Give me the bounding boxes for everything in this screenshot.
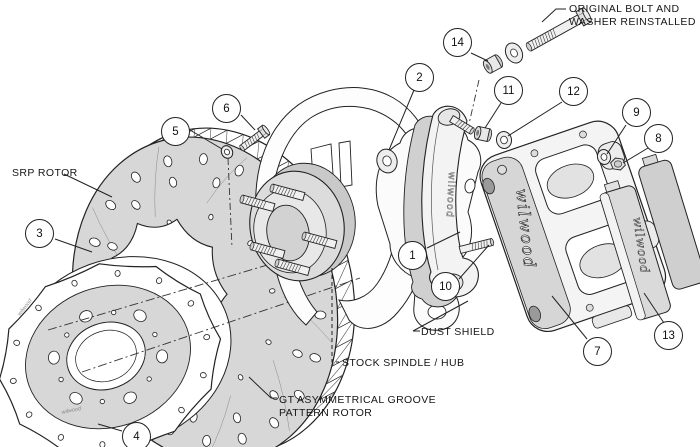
callout-9: 9 bbox=[622, 98, 651, 127]
caliper-mount-hole-bottom bbox=[528, 305, 541, 323]
brake-pads: wilwood bbox=[599, 153, 700, 321]
caliper-mount-hole-top bbox=[482, 177, 495, 195]
wilwood-logo-bracket: wilwood bbox=[444, 171, 457, 219]
label-dust-shield: DUST SHIELD bbox=[421, 326, 495, 338]
bolt-axis-line bbox=[468, 79, 480, 125]
washer-item2 bbox=[376, 148, 398, 174]
wilwood-logo-hat-bottom: wilwood bbox=[61, 406, 82, 416]
callout-6: 6 bbox=[212, 94, 241, 123]
bracket-studs bbox=[449, 115, 495, 254]
callout-12: 12 bbox=[559, 77, 588, 106]
label-gt-rotor-line2: PATTERN ROTOR bbox=[279, 406, 373, 419]
label-gt-rotor: GT ASYMMETRICAL GROOVE PATTERN ROTOR bbox=[279, 394, 436, 419]
label-original-bolt-line1: ORIGINAL BOLT AND bbox=[569, 3, 680, 15]
bolt6-axis-line bbox=[227, 157, 233, 249]
callout-4: 4 bbox=[122, 422, 151, 447]
callout-1: 1 bbox=[398, 241, 427, 270]
callout-5: 5 bbox=[161, 117, 190, 146]
label-gt-rotor-line1: GT ASYMMETRICAL GROOVE bbox=[279, 394, 436, 406]
bracket-bolt-assembly bbox=[220, 124, 271, 159]
callout-14: 14 bbox=[443, 28, 472, 57]
label-original-bolt: ORIGINAL BOLT AND WASHER REINSTALLED bbox=[569, 3, 696, 28]
leader-lines bbox=[54, 8, 665, 432]
label-srp-rotor: SRP ROTOR bbox=[12, 167, 78, 179]
washer-item12 bbox=[495, 131, 513, 149]
callout-2: 2 bbox=[405, 63, 434, 92]
callout-10: 10 bbox=[431, 272, 460, 301]
original-bolt-assembly bbox=[482, 7, 592, 74]
wheel-studs bbox=[239, 183, 338, 276]
spacer-item11 bbox=[473, 125, 493, 143]
label-original-bolt-line2: WASHER REINSTALLED bbox=[569, 15, 696, 28]
label-stock-spindle-hub: STOCK SPINDLE / HUB bbox=[342, 357, 465, 369]
callout-8: 8 bbox=[644, 124, 673, 153]
caliper-fasteners bbox=[596, 149, 626, 171]
callout-3: 3 bbox=[25, 219, 54, 248]
callout-11: 11 bbox=[494, 76, 523, 105]
callout-7: 7 bbox=[583, 337, 612, 366]
stock-hub bbox=[239, 162, 356, 282]
rotor-hat bbox=[0, 256, 232, 447]
callout-13: 13 bbox=[654, 321, 683, 350]
